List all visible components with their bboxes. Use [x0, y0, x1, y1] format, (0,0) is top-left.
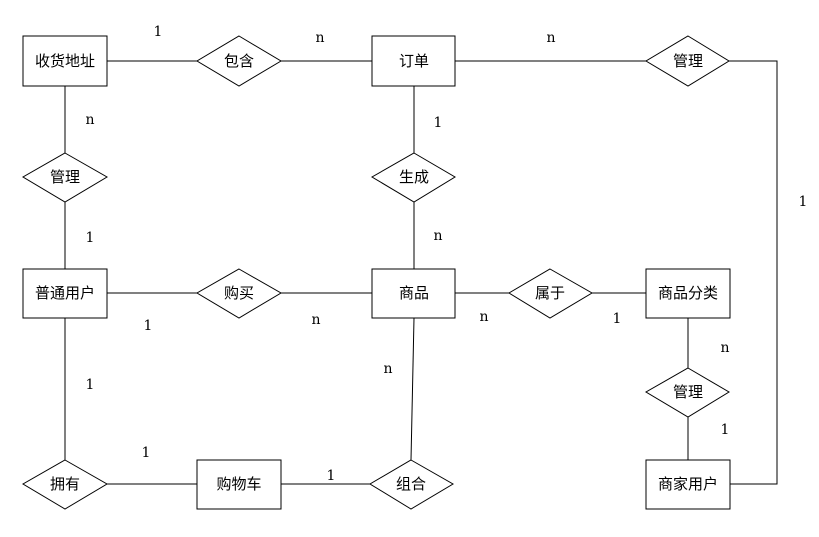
relationship-belong-label: 属于	[535, 284, 565, 302]
cardinality-user-buy: 1	[144, 318, 153, 334]
edge-manage-merchant	[729, 60, 778, 485]
relationship-contain: 包含	[196, 35, 282, 87]
entity-cart: 购物车	[196, 459, 282, 510]
cardinality-generate-product: n	[433, 228, 442, 244]
cardinality-order-manage: n	[546, 30, 555, 46]
relationship-own-label: 拥有	[50, 475, 80, 493]
entity-category-label: 商品分类	[658, 284, 718, 302]
cardinality-manage-user: 1	[86, 230, 95, 246]
entity-order-label: 订单	[399, 52, 429, 70]
relationship-manage-top-label: 管理	[673, 52, 703, 70]
cardinality-product-belong: n	[479, 309, 488, 325]
cardinality-category-manage: n	[720, 340, 729, 356]
cardinality-manage-merchant: 1	[799, 194, 808, 210]
relationship-contain-label: 包含	[224, 52, 254, 70]
relationship-manage-left: 管理	[22, 152, 108, 203]
cardinality-combine-product: n	[383, 361, 392, 377]
entity-category: 商品分类	[645, 268, 731, 319]
cardinality-user-own: 1	[86, 377, 95, 393]
cardinality-order-generate: 1	[434, 115, 443, 131]
entity-merchant: 商家用户	[645, 459, 731, 510]
relationship-combine: 组合	[369, 459, 454, 510]
cardinality-address-contain: 1	[154, 24, 163, 40]
edge-combine-product	[410, 317, 415, 461]
relationship-manage-top: 管理	[645, 35, 730, 87]
cardinality-buy-product: n	[311, 312, 320, 328]
cardinality-address-manage: n	[85, 112, 94, 128]
entity-product-label: 商品	[399, 284, 429, 302]
cardinality-contain-order: n	[315, 30, 324, 46]
cardinality-own-cart: 1	[142, 445, 151, 461]
cardinality-manage-merchant2: 1	[721, 422, 730, 438]
entity-merchant-label: 商家用户	[658, 475, 718, 493]
cardinalities: 1 n n 1 n 1 1 n 1 n n 1 n 1 1 1 1 n	[85, 24, 807, 484]
relationship-manage-left-label: 管理	[50, 168, 80, 186]
relationship-buy: 购买	[196, 268, 282, 319]
relationship-generate: 生成	[371, 152, 456, 203]
entity-address-label: 收货地址	[35, 52, 95, 70]
relationship-generate-label: 生成	[399, 168, 429, 186]
entity-user: 普通用户	[22, 268, 108, 319]
entity-address: 收货地址	[22, 35, 108, 87]
cardinality-cart-combine: 1	[327, 468, 336, 484]
entity-user-label: 普通用户	[35, 284, 95, 302]
relationship-combine-label: 组合	[396, 475, 426, 493]
edges	[64, 60, 778, 485]
relationship-manage-right-label: 管理	[673, 383, 703, 401]
entity-product: 商品	[371, 268, 456, 319]
entity-cart-label: 购物车	[216, 475, 261, 493]
relationship-own: 拥有	[22, 459, 108, 510]
relationship-manage-right: 管理	[645, 367, 730, 418]
cardinality-belong-category: 1	[613, 311, 622, 327]
entity-order: 订单	[371, 35, 456, 87]
relationship-belong: 属于	[508, 268, 593, 319]
relationship-buy-label: 购买	[224, 284, 254, 302]
